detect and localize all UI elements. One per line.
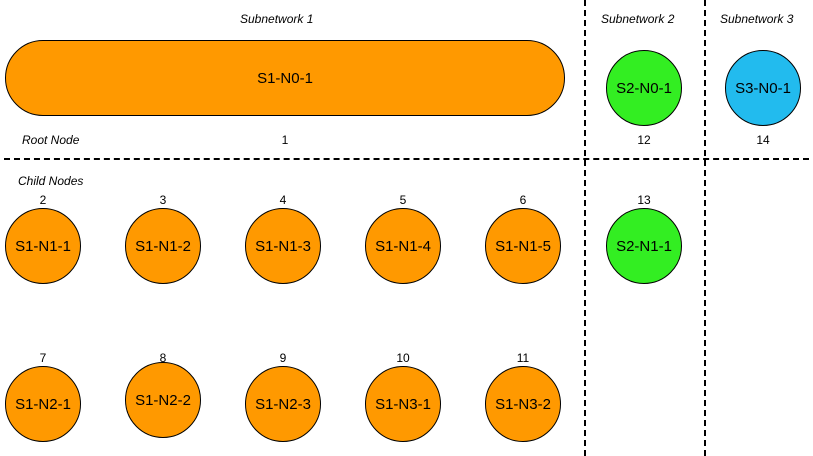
node-s1-n2-1[interactable]: S1-N2-1 <box>5 366 81 442</box>
node-label: S1-N0-1 <box>257 69 313 87</box>
node-number: 3 <box>159 193 167 207</box>
node-label: S1-N1-5 <box>495 237 551 255</box>
node-label: S1-N3-1 <box>375 395 431 413</box>
node-label: S1-N3-2 <box>495 395 551 413</box>
node-number: 7 <box>39 351 47 365</box>
node-number: 4 <box>279 193 287 207</box>
node-number: 14 <box>756 133 770 147</box>
root-node-label: Root Node <box>22 133 80 147</box>
node-s1-n1-3[interactable]: S1-N1-3 <box>245 208 321 284</box>
node-s1-n3-2[interactable]: S1-N3-2 <box>485 366 561 442</box>
node-label: S3-N0-1 <box>735 79 791 97</box>
node-s1-n3-1[interactable]: S1-N3-1 <box>365 366 441 442</box>
node-number: 5 <box>399 193 407 207</box>
node-number: 2 <box>39 193 47 207</box>
node-label: S1-N1-4 <box>375 237 431 255</box>
subnetwork-2-3-divider <box>704 0 706 456</box>
node-s1-n0-1[interactable]: S1-N0-1 <box>5 40 565 116</box>
subnetwork-1-2-divider <box>584 0 586 456</box>
subnetwork-2-header: Subnetwork 2 <box>601 12 675 26</box>
node-number: 10 <box>396 351 410 365</box>
node-label: S2-N1-1 <box>616 237 672 255</box>
node-label: S1-N2-3 <box>255 395 311 413</box>
node-number: 12 <box>637 133 651 147</box>
node-label: S1-N1-2 <box>135 237 191 255</box>
node-label: S1-N1-1 <box>15 237 71 255</box>
node-label: S1-N1-3 <box>255 237 311 255</box>
node-label: S2-N0-1 <box>616 79 672 97</box>
node-s1-n2-3[interactable]: S1-N2-3 <box>245 366 321 442</box>
node-label: S1-N2-2 <box>135 391 191 409</box>
root-child-divider <box>4 158 809 160</box>
node-number: 9 <box>279 351 287 365</box>
subnetwork-3-header: Subnetwork 3 <box>720 12 794 26</box>
node-s1-n1-1[interactable]: S1-N1-1 <box>5 208 81 284</box>
node-label: S1-N2-1 <box>15 395 71 413</box>
subnetwork-1-header: Subnetwork 1 <box>240 12 314 26</box>
node-number: 6 <box>519 193 527 207</box>
node-s2-n0-1[interactable]: S2-N0-1 <box>606 50 682 126</box>
node-number: 11 <box>516 351 530 365</box>
node-number: 1 <box>281 133 289 147</box>
node-s3-n0-1[interactable]: S3-N0-1 <box>725 50 801 126</box>
node-number: 13 <box>637 193 651 207</box>
node-s1-n1-2[interactable]: S1-N1-2 <box>125 208 201 284</box>
child-nodes-label: Child Nodes <box>18 174 84 188</box>
node-number: 8 <box>159 351 167 365</box>
node-s1-n1-4[interactable]: S1-N1-4 <box>365 208 441 284</box>
node-s1-n1-5[interactable]: S1-N1-5 <box>485 208 561 284</box>
node-s1-n2-2[interactable]: S1-N2-2 <box>125 362 201 438</box>
node-s2-n1-1[interactable]: S2-N1-1 <box>606 208 682 284</box>
